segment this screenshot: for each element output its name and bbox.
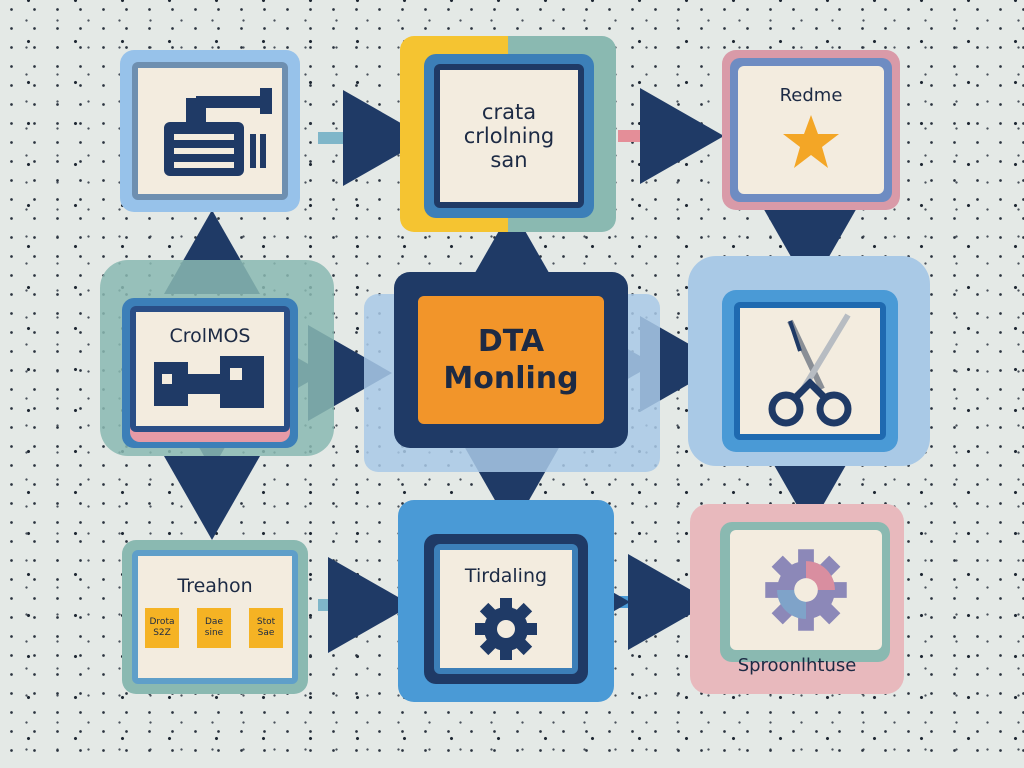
chip-1: Drota S2Z <box>145 607 179 648</box>
node-center-label: DTA Monling <box>443 323 579 397</box>
node-center-card: DTA Monling <box>418 296 604 424</box>
node-bottom-center[interactable]: Tirdaling <box>398 500 614 702</box>
node-bottom-center-label: Tirdaling <box>464 565 548 587</box>
chip-3: Stot Sae <box>249 607 283 648</box>
chip-2: Dae sine <box>197 607 231 648</box>
node-bottom-right-label: Sproonlhtuse <box>737 655 857 676</box>
star-icon <box>783 114 839 168</box>
node-bottom-right[interactable]: Sproonlhtuse <box>690 504 904 694</box>
node-top-right-card: Redme <box>738 66 884 194</box>
node-bottom-left-card: Treahon Drota S2Z Dae sine Stot Sae <box>132 550 298 684</box>
node-top-center-label: crata crlolning san <box>463 99 555 173</box>
gear-icon <box>765 549 847 631</box>
camera-icon <box>164 88 272 176</box>
node-middle-left-card: CrolMOS <box>130 306 290 432</box>
node-top-center-card: crata crlolning san <box>434 64 584 208</box>
node-middle-right-card <box>734 302 886 440</box>
node-top-left-card <box>132 62 288 200</box>
block-icon <box>154 355 264 408</box>
node-bottom-left-label: Treahon <box>177 575 253 597</box>
node-middle-left[interactable]: CrolMOS <box>100 260 334 456</box>
node-top-center[interactable]: crata crlolning san <box>400 36 616 232</box>
node-bottom-left[interactable]: Treahon Drota S2Z Dae sine Stot Sae <box>122 540 308 694</box>
node-center[interactable]: DTA Monling <box>364 272 660 472</box>
node-middle-right[interactable] <box>688 256 930 466</box>
node-bottom-center-card: Tirdaling <box>434 544 578 674</box>
node-top-right[interactable]: Redme <box>722 50 900 210</box>
node-top-right-label: Redme <box>779 85 843 106</box>
node-middle-left-label: CrolMOS <box>169 325 251 347</box>
gear-icon <box>475 597 537 660</box>
node-bottom-right-card <box>730 530 882 650</box>
chip-row: Drota S2Z Dae sine Stot Sae <box>145 607 285 652</box>
node-top-left[interactable] <box>120 50 300 212</box>
scissors-icon <box>768 313 852 427</box>
